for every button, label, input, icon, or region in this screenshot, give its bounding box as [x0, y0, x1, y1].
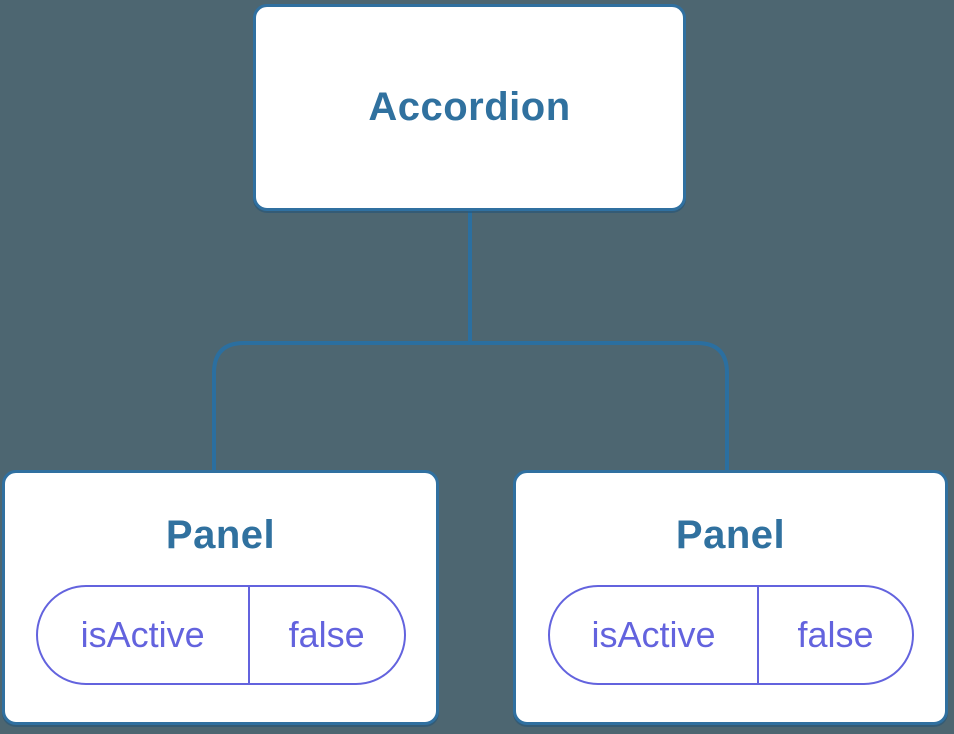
state-value: false: [797, 614, 874, 655]
state-pill: isActive false: [35, 585, 406, 685]
panel-node-label: Panel: [675, 513, 786, 557]
tree-node-panel-right: Panel isActive false: [513, 470, 948, 725]
state-value: false: [288, 614, 365, 655]
state-name: isActive: [38, 587, 250, 683]
accordion-node-label: Accordion: [368, 85, 571, 129]
state-name: isActive: [550, 587, 760, 683]
connector-path: [212, 211, 729, 470]
panel-node-label: Panel: [165, 513, 276, 557]
tree-node-accordion: Accordion: [253, 4, 686, 211]
tree-node-panel-left: Panel isActive false: [2, 470, 439, 725]
state-pill: isActive false: [547, 585, 914, 685]
